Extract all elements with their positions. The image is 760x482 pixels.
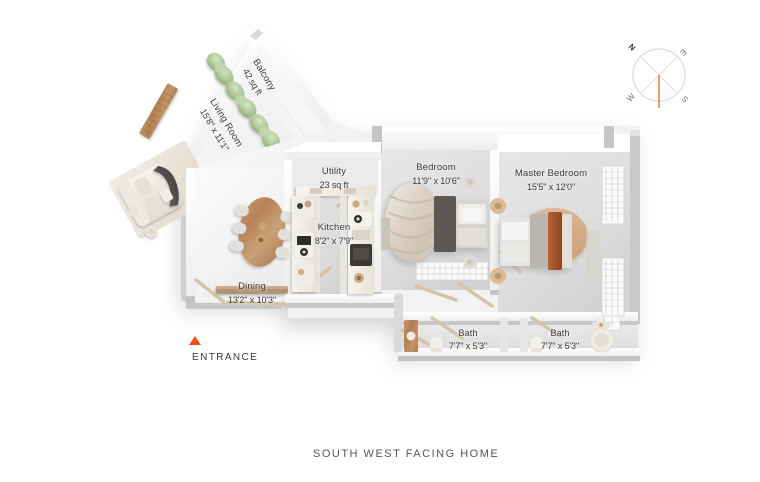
compass-south: S [679,94,691,105]
plan-footer-caption: SOUTH WEST FACING HOME [313,448,500,460]
master-headboard [548,212,562,270]
bath-1-fixtures [404,320,478,353]
master-wardrobe [586,230,600,278]
compass-west: W [625,91,638,104]
master-bedroom-furniture [490,198,600,284]
balcony-floor [249,39,330,142]
dining-furniture [216,197,295,294]
window-master-2 [601,257,625,317]
living-wing [109,29,332,309]
dining-table [238,197,286,267]
compass-rose [632,48,686,108]
living-furniture [109,141,216,239]
window-master-1 [601,165,625,225]
bedroom-bed [434,196,456,252]
compass-labels: N E W S [620,36,698,114]
kitchen-furniture [292,196,374,294]
balcony-rail [256,33,332,127]
window-bedroom [415,261,489,281]
main-body [186,126,640,361]
bath-2-fixtures [529,322,615,353]
dining-chairs [229,204,295,259]
balcony-inner-wall [239,61,312,152]
entrance-label: ENTRANCE [192,352,259,363]
compass-east: E [677,47,689,58]
bedroom-furniture [381,175,488,269]
utility-area [292,158,378,196]
compass-north: N [626,42,638,53]
top-wall-ledge-right [498,134,640,152]
living-wood-panel [139,83,178,139]
entrance-marker [189,336,201,345]
bath-1-sink [466,342,478,350]
utility-counter [296,186,376,196]
